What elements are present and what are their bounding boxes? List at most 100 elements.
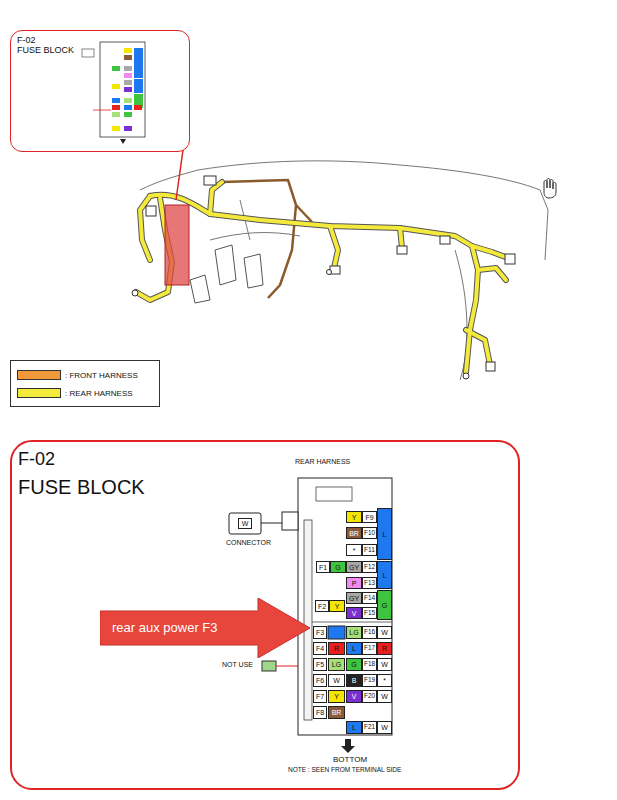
connector-symbol xyxy=(229,513,261,534)
wire-color-box: LG xyxy=(346,626,362,639)
wire-color-code: V xyxy=(352,610,357,617)
wire-color-code: GY xyxy=(349,595,359,602)
rear-harness xyxy=(478,268,506,280)
wire-color-box: V xyxy=(346,607,362,619)
wire-color-box: Y xyxy=(329,600,345,612)
harness-heading: REAR HARNESS xyxy=(295,458,350,466)
thumbnail-fuse xyxy=(124,87,132,92)
fuse-number: F18 xyxy=(364,661,375,667)
hand-cursor xyxy=(544,179,556,199)
thumbnail-fuse xyxy=(124,105,132,110)
fuse-number: F1 xyxy=(319,564,327,571)
pedal xyxy=(244,254,263,288)
wire-color-code: W xyxy=(381,724,388,731)
fuse-slot: F3 xyxy=(313,626,327,639)
fuse-number: F12 xyxy=(364,564,375,570)
wire-color-box: L xyxy=(377,508,392,560)
wire-color-box: R xyxy=(377,642,392,655)
panel-heading: FUSE BLOCK xyxy=(18,475,145,499)
legend-swatch xyxy=(17,370,61,380)
fuse-number: F14 xyxy=(364,595,375,601)
wire-color-box: LG xyxy=(328,658,345,671)
dashboard-outline xyxy=(210,233,300,240)
bolt xyxy=(327,270,332,275)
rear-harness-outline xyxy=(478,268,506,280)
fuse-number: F21 xyxy=(364,724,375,730)
fuse-slot: F1 xyxy=(316,561,330,573)
fuse-slot: F19 xyxy=(362,674,377,687)
harness-connector xyxy=(146,206,156,216)
legend-swatch xyxy=(17,388,61,398)
wire-color-box: G xyxy=(377,590,392,620)
fuse-slot: F21 xyxy=(362,721,377,734)
rear-harness-outline xyxy=(330,226,338,268)
wire-color-box: W xyxy=(377,721,392,734)
wire-color-box: W xyxy=(377,626,392,639)
thumbnail-fuse xyxy=(124,126,132,131)
harness-connector xyxy=(505,254,515,264)
front-harness xyxy=(296,205,312,222)
fuse-slot: F6 xyxy=(313,674,327,687)
rear-harness-outline xyxy=(210,182,222,214)
annotation-label: CONNECTOR xyxy=(226,539,271,547)
wire-color-box: L xyxy=(377,561,392,589)
fuse-number: F7 xyxy=(316,693,324,700)
housing-body xyxy=(298,478,392,735)
thumbnail-fuse xyxy=(112,66,120,71)
thumbnail-fuse xyxy=(112,84,120,89)
wire-color-code: G xyxy=(335,564,340,571)
housing-rail xyxy=(304,520,312,720)
wire-color-box: V xyxy=(346,690,362,703)
wire-color-box: G xyxy=(346,658,362,671)
unused-connector xyxy=(262,661,276,671)
fuse-slot: F4 xyxy=(313,642,327,655)
rear-harness xyxy=(466,330,490,365)
fuse-number: F2 xyxy=(318,603,326,610)
fuse-number: F9 xyxy=(365,514,373,521)
fuse-number: F8 xyxy=(316,709,324,716)
annotation-label: NOTE : SEEN FROM TERMINAL SIDE xyxy=(288,766,401,774)
wire-color-code: BR xyxy=(349,530,359,537)
rear-harness xyxy=(400,228,402,248)
direction-arrow xyxy=(341,746,355,753)
rear-harness xyxy=(330,226,338,268)
leader-line xyxy=(176,150,183,200)
fuse-slot: F20 xyxy=(362,690,377,703)
wire-color-code: B xyxy=(352,677,357,684)
fuse-slot: F15 xyxy=(362,607,377,619)
wire-color-code: LG xyxy=(332,661,341,668)
wire-color-box: P xyxy=(346,577,362,589)
harness-connector xyxy=(486,362,495,371)
legend-box: : FRONT HARNESS: REAR HARNESS xyxy=(10,360,160,407)
connector-terminal: W xyxy=(238,518,252,529)
rear-harness xyxy=(472,246,508,258)
thumbnail-fuse xyxy=(134,48,143,78)
pedal xyxy=(215,245,236,285)
fuse-number: F10 xyxy=(364,530,375,536)
bolt xyxy=(132,290,138,296)
thumbnail-fuse xyxy=(134,105,142,110)
fuse-slot: F11 xyxy=(362,544,377,556)
wire-color-box: Y xyxy=(346,511,362,523)
thumbnail-fuse xyxy=(124,48,132,53)
fuse-slot: F12 xyxy=(362,561,377,573)
wire-color-code: W xyxy=(381,629,388,636)
thumbnail-housing xyxy=(100,42,145,137)
fuse-number: F13 xyxy=(364,580,375,586)
thumbnail-fuse xyxy=(124,98,132,103)
rear-harness xyxy=(150,195,478,372)
harness-connector xyxy=(397,246,407,254)
fuse-slot: F17 xyxy=(362,642,377,655)
detail-panel: F-02FUSE BLOCKWREAR HARNESSYF9LBRF10*F11… xyxy=(10,440,520,790)
thumbnail-fuse xyxy=(112,105,120,110)
thumbnail-fuse xyxy=(112,112,120,117)
wire-color-box: W xyxy=(377,690,392,703)
fuse-slot: F9 xyxy=(362,511,377,523)
wire-color-box: * xyxy=(346,544,362,556)
fuse-number: F17 xyxy=(364,645,375,651)
inset-panel: F-02FUSE BLOCK xyxy=(10,30,190,152)
thumbnail-fuse xyxy=(134,79,143,93)
annotation-label: BOTTOM xyxy=(333,755,367,765)
thumbnail-fuse xyxy=(112,126,120,131)
fuse-number: F6 xyxy=(316,677,324,684)
